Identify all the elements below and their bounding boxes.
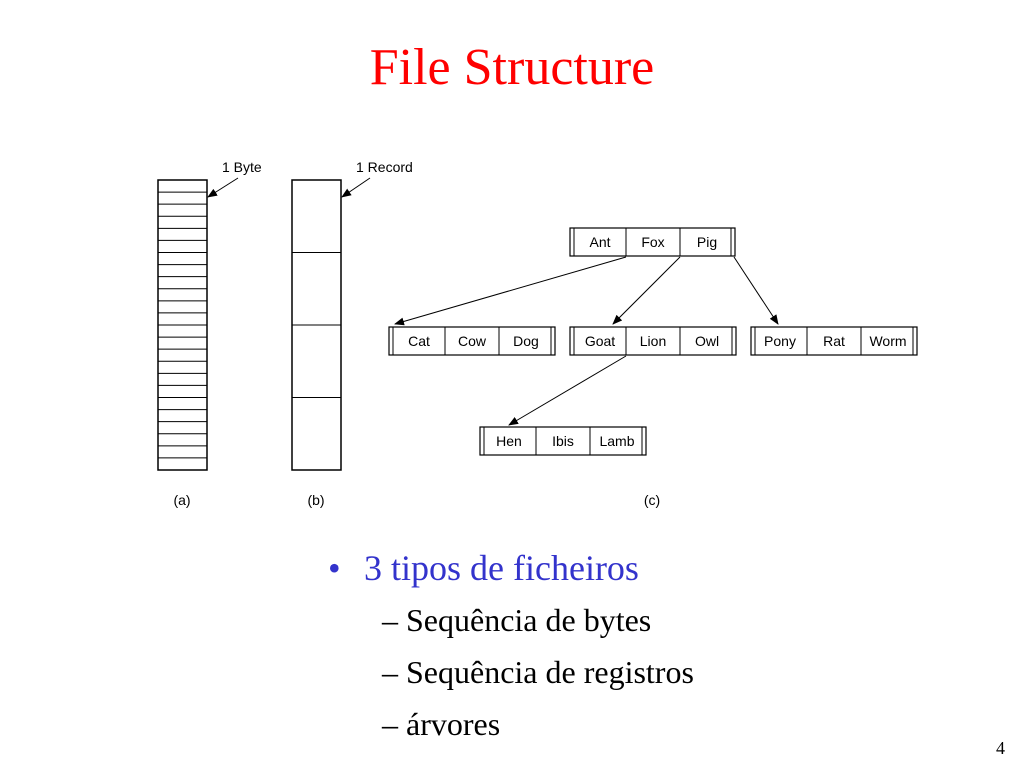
caption-c: (c) bbox=[644, 492, 660, 508]
slide-title: File Structure bbox=[369, 39, 655, 96]
tree-node-child-3: Pony Rat Worm bbox=[750, 326, 918, 356]
record-label: 1 Record bbox=[356, 159, 413, 175]
tree-key: Pony bbox=[764, 333, 796, 349]
bullet-text: 3 tipos de ficheiros bbox=[364, 548, 639, 588]
page-number: 4 bbox=[996, 738, 1005, 758]
tree-key: Pig bbox=[697, 234, 717, 250]
tree-key: Lion bbox=[640, 333, 666, 349]
sub-bullet-text: Sequência de registros bbox=[406, 654, 694, 690]
tree-key: Owl bbox=[695, 333, 719, 349]
tree-pointer-arrow bbox=[394, 256, 627, 326]
tree-node-root: Ant Fox Pig bbox=[569, 227, 736, 257]
caption-b: (b) bbox=[307, 492, 324, 508]
tree-key: Fox bbox=[641, 234, 664, 250]
tree-key: Dog bbox=[513, 333, 539, 349]
bullet-dot: • bbox=[328, 548, 341, 588]
tree-node-child-1: Cat Cow Dog bbox=[388, 326, 556, 356]
byte-pointer-arrow bbox=[207, 177, 239, 198]
byte-sequence-file bbox=[157, 179, 208, 471]
tree-key: Worm bbox=[869, 333, 906, 349]
bullet-item: • 3 tipos de ficheiros bbox=[328, 542, 694, 594]
bullet-list: • 3 tipos de ficheiros – Sequência de byt… bbox=[328, 542, 694, 750]
tree-node-grandchild: Hen Ibis Lamb bbox=[479, 426, 647, 456]
sub-bullet-item: – Sequência de bytes bbox=[382, 602, 652, 638]
tree-pointer-arrow bbox=[612, 256, 681, 325]
sub-bullet-item: – árvores bbox=[382, 706, 501, 742]
tree-key: Hen bbox=[496, 433, 522, 449]
sub-bullet-text: árvores bbox=[406, 706, 501, 742]
tree-key: Ibis bbox=[552, 433, 574, 449]
caption-a: (a) bbox=[173, 492, 190, 508]
tree-key: Cat bbox=[408, 333, 430, 349]
tree-key: Rat bbox=[823, 333, 845, 349]
sub-bullet-text: Sequência de bytes bbox=[406, 602, 652, 638]
record-sequence-file bbox=[291, 179, 342, 471]
tree-pointer-arrow bbox=[733, 256, 779, 325]
byte-label: 1 Byte bbox=[222, 159, 262, 175]
tree-key: Lamb bbox=[599, 433, 634, 449]
tree-key: Goat bbox=[585, 333, 615, 349]
tree-node-child-2: Goat Lion Owl bbox=[569, 326, 737, 356]
record-pointer-arrow bbox=[341, 177, 371, 198]
sub-bullet-item: – Sequência de registros bbox=[382, 654, 694, 690]
tree-key: Cow bbox=[458, 333, 487, 349]
tree-key: Ant bbox=[589, 234, 610, 250]
tree-pointer-arrow bbox=[508, 355, 627, 426]
